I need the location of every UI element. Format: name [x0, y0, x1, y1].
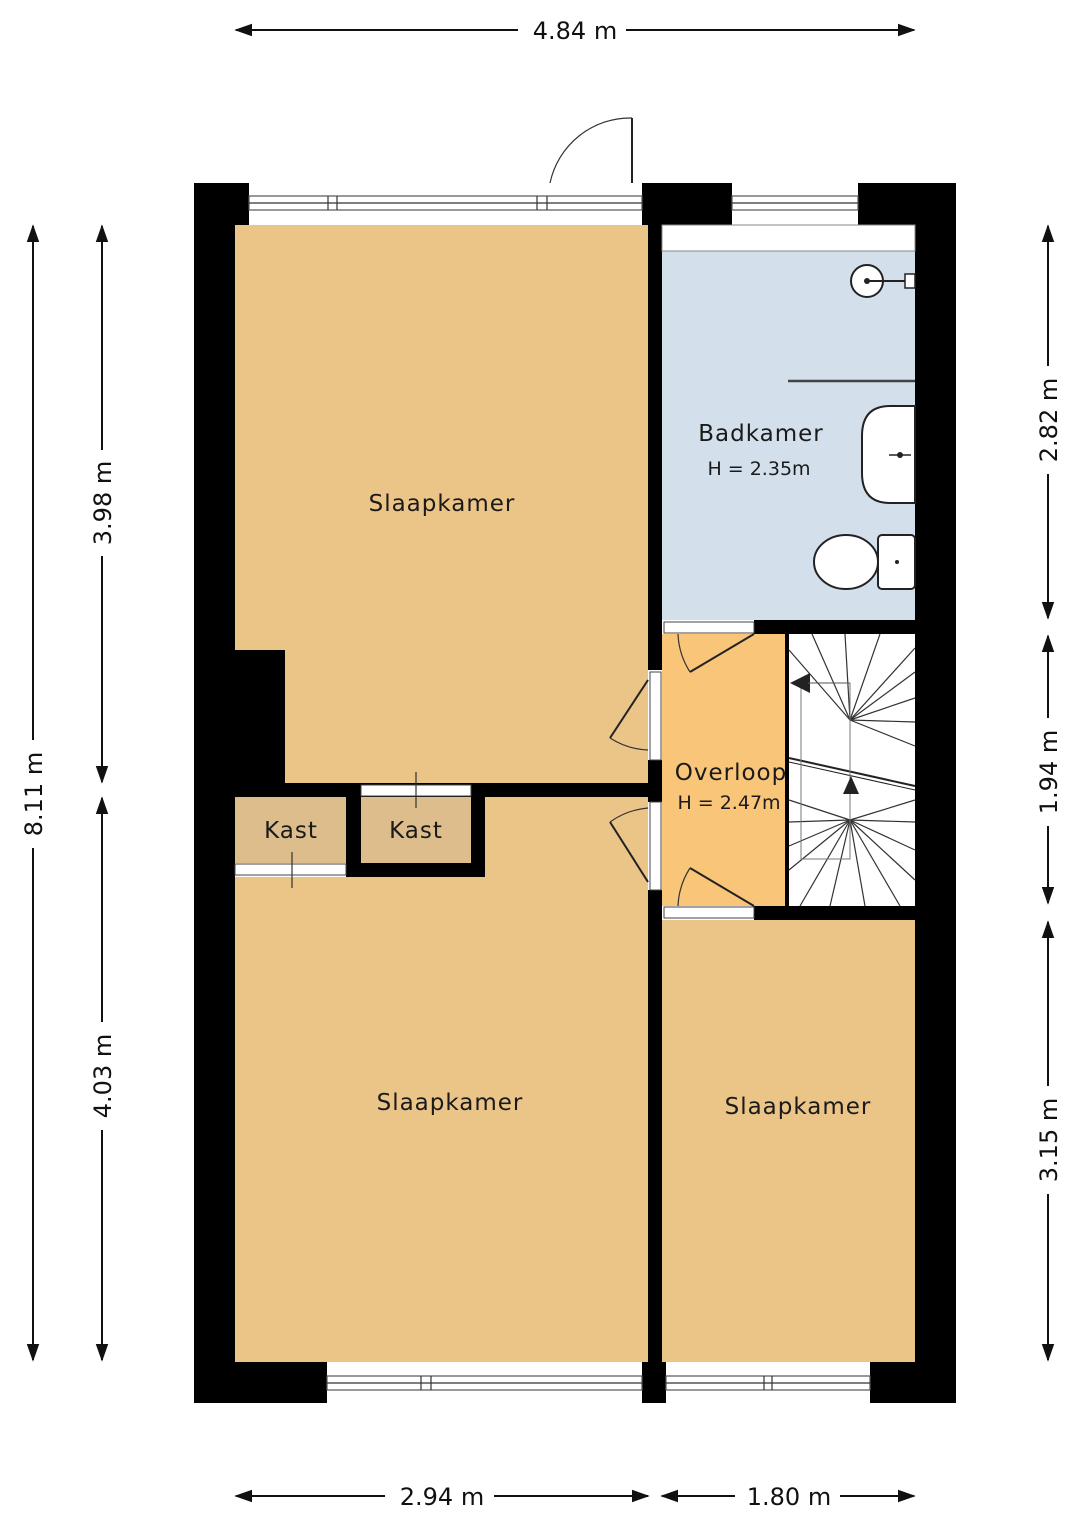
toilet-icon	[813, 534, 916, 590]
walls	[194, 183, 956, 1403]
stair-arrow-icon	[790, 673, 850, 693]
wall-bottom-mid-pier	[642, 1362, 666, 1403]
dim-right-middle-label: 1.94 m	[1035, 730, 1063, 814]
sink-icon	[850, 264, 916, 298]
label-bedroom-bottom-right: Slaapkamer	[725, 1094, 872, 1120]
stair-tread	[849, 697, 916, 721]
stair-tread	[849, 647, 916, 721]
label-bedroom-bottom-left: Slaapkamer	[377, 1090, 524, 1116]
label-bedroom-top: Slaapkamer	[369, 491, 516, 517]
stair-tread	[799, 819, 851, 907]
wall-right-outer	[915, 183, 956, 1403]
windows	[248, 195, 871, 1391]
stair-tread	[849, 819, 866, 907]
door-swing-icon	[549, 117, 633, 184]
dim-bottom-left-label: 2.94 m	[400, 1483, 484, 1511]
stair-tread	[811, 633, 851, 721]
dimension-lines: 4.84 m 2.94 m 1.80 m 8.11 m 3.98 m	[20, 17, 1063, 1511]
window-icon	[665, 1375, 871, 1391]
wall-center-vertical-upper	[648, 225, 662, 670]
dim-right-upper-label: 2.82 m	[1035, 378, 1063, 462]
stair-tread	[788, 819, 851, 847]
wall-bottom-left-pier	[194, 1362, 327, 1403]
stair-tread	[849, 719, 916, 747]
dimension-right-middle: 1.94 m	[1035, 634, 1063, 905]
bathtub-icon	[861, 405, 916, 504]
dim-left-lower-label: 4.03 m	[89, 1034, 117, 1118]
stair-arrow-icon	[843, 776, 859, 794]
dimension-left-upper: 3.98 m	[89, 224, 117, 784]
wall-center-vertical-lower	[648, 890, 662, 1362]
closet-door-right	[360, 772, 472, 808]
stair-tread	[788, 819, 851, 871]
shower-icon	[661, 224, 916, 383]
dimension-bottom-left: 2.94 m	[234, 1483, 650, 1511]
stair-tread	[849, 671, 916, 721]
door-swing-icon	[663, 867, 755, 919]
dim-left-upper-label: 3.98 m	[89, 461, 117, 545]
dimension-left-total: 8.11 m	[20, 224, 48, 1362]
wall-top-right-pier	[858, 183, 956, 225]
label-closet-left: Kast	[264, 818, 318, 844]
wall-stairs-left	[785, 634, 789, 906]
dimension-right-lower: 3.15 m	[1035, 920, 1063, 1362]
wall-center-vertical-mid	[648, 760, 662, 802]
dim-top-width-label: 4.84 m	[533, 17, 617, 45]
stair-tread	[849, 819, 916, 823]
dim-right-lower-label: 3.15 m	[1035, 1098, 1063, 1182]
wall-closet-bottom	[346, 863, 485, 877]
closet-door-left	[234, 852, 347, 888]
label-landing: Overloop	[675, 760, 787, 786]
floor-bedroom-bottom-right	[662, 920, 915, 1362]
bathroom-fixtures	[661, 224, 916, 590]
stair-tread	[849, 819, 916, 881]
dim-bottom-right-label: 1.80 m	[747, 1483, 831, 1511]
window-icon	[248, 195, 643, 211]
stair-tread	[788, 649, 851, 721]
floor-bedroom-bottom-left	[235, 797, 648, 1362]
wall-closet-right-side	[471, 783, 485, 877]
stair-tread	[844, 633, 851, 721]
door-swing-icon	[609, 801, 662, 891]
wall-stairs-bottom	[754, 906, 956, 920]
stair-tread	[849, 799, 916, 821]
window-icon	[326, 1375, 643, 1391]
door-swing-icon	[663, 621, 755, 673]
label-bathroom: Badkamer	[698, 421, 824, 447]
label-closet-right: Kast	[389, 818, 443, 844]
stair-tread	[849, 819, 916, 851]
dimension-right-upper: 2.82 m	[1035, 224, 1063, 620]
wall-left-outer	[194, 183, 235, 1403]
wall-mid-horizontal-right	[485, 783, 648, 797]
wall-top-left-pier	[194, 183, 249, 225]
stair-tread	[788, 819, 851, 823]
label-bathroom-height: H = 2.35m	[707, 458, 810, 480]
window-icon	[731, 195, 859, 211]
stair-tread	[849, 633, 881, 721]
staircase	[788, 633, 916, 907]
floor-bedroom-top	[235, 225, 648, 783]
dimension-left-lower: 4.03 m	[89, 796, 117, 1362]
wall-closet-divider	[346, 783, 361, 877]
dimension-bottom-right: 1.80 m	[660, 1483, 916, 1511]
dim-left-total-label: 8.11 m	[20, 752, 48, 836]
wall-bottom-right-pier	[870, 1362, 956, 1403]
floor-closet-left	[235, 797, 346, 863]
floor-landing	[662, 634, 787, 906]
stair-tread	[849, 819, 901, 907]
wall-top-mid-pier	[642, 183, 732, 225]
label-landing-height: H = 2.47m	[677, 792, 780, 814]
door-swing-icon	[609, 671, 662, 761]
stair-tread	[849, 719, 916, 723]
dimension-top-width: 4.84 m	[234, 17, 916, 45]
stair-tread	[788, 799, 851, 821]
doors	[234, 117, 755, 919]
stair-tread	[829, 819, 851, 907]
wall-bath-bottom	[754, 620, 956, 634]
room-labels: Slaapkamer Badkamer H = 2.35m Overloop H…	[264, 421, 872, 1120]
wall-left-notch	[235, 650, 285, 783]
